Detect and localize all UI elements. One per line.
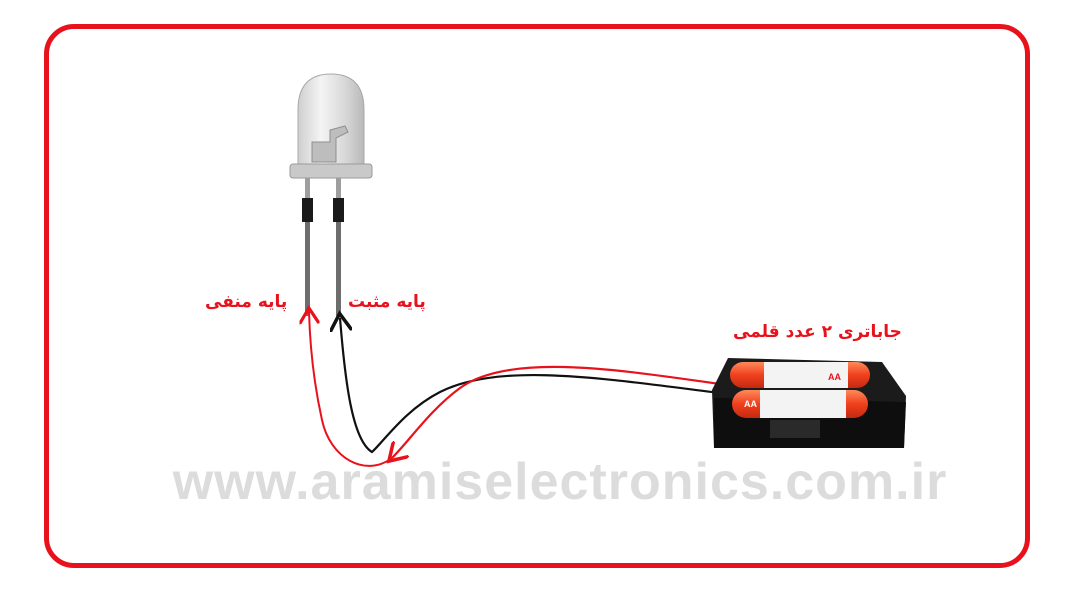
watermark: www.aramiselectronics.com.ir bbox=[172, 453, 948, 511]
battery-label: AA bbox=[744, 399, 757, 409]
battery-holder-icon: AA AA bbox=[712, 358, 906, 448]
red-wire bbox=[392, 365, 721, 458]
black-wire bbox=[340, 318, 721, 454]
red-wire-negative-lead bbox=[309, 312, 393, 467]
negative-leg-label: پایه منفی bbox=[205, 292, 288, 312]
positive-leg-label: پایه مثبت bbox=[348, 292, 426, 312]
diagram-frame bbox=[44, 24, 1030, 568]
battery-label: AA bbox=[828, 372, 841, 382]
led-icon bbox=[289, 73, 373, 316]
battery-holder-label: جاباتری ۲ عدد قلمی bbox=[733, 322, 902, 342]
